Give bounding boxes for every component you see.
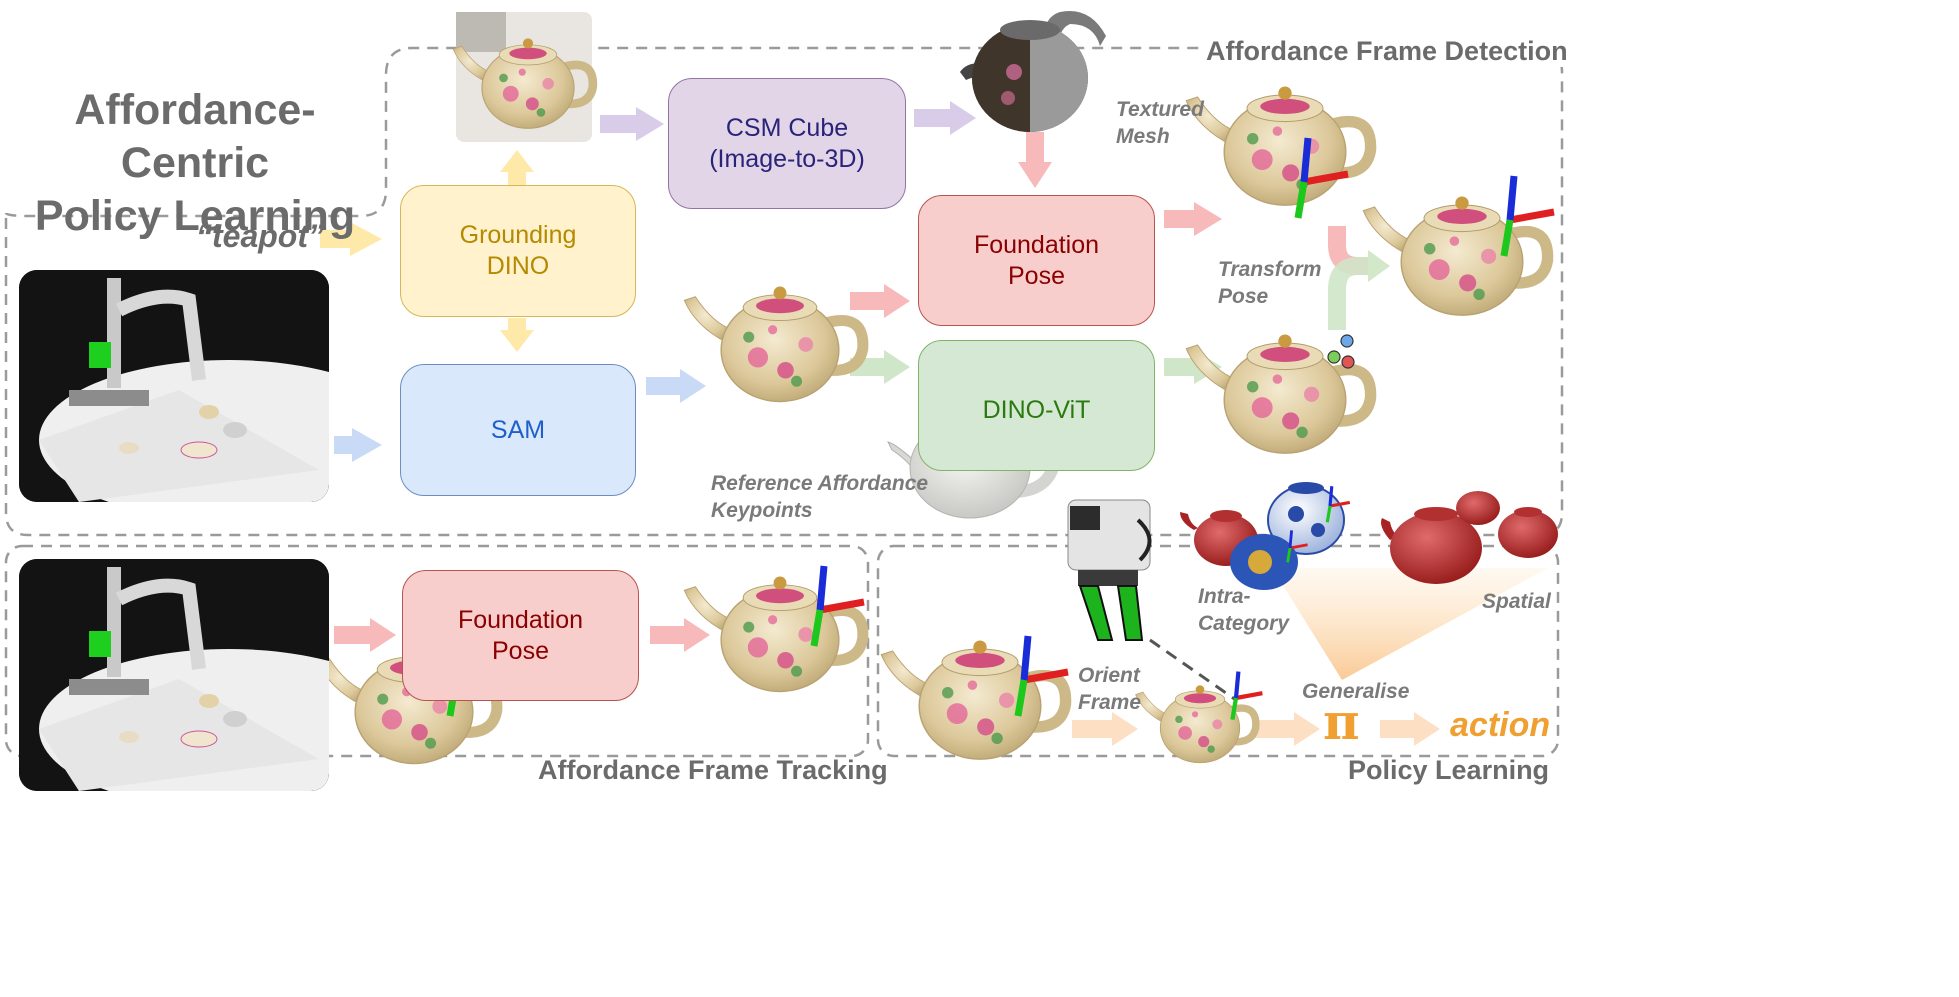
arrow-orient-frame bbox=[1072, 712, 1138, 746]
arrow-tracking-in bbox=[334, 618, 396, 652]
text-prompt: “teapot” bbox=[196, 218, 324, 254]
arrow-pose-to-result bbox=[1164, 202, 1222, 236]
foundation-pose-label-bottom: Foundation Pose bbox=[457, 605, 584, 665]
arrow-prompt-to-dino bbox=[320, 222, 382, 256]
transform-pose-label: Transform Pose bbox=[1218, 258, 1322, 308]
csm-cube-box: CSM Cube (Image-to-3D) bbox=[668, 78, 906, 209]
cropped-teapot-image bbox=[453, 12, 593, 142]
arrow-dino-to-crop bbox=[500, 150, 534, 186]
orient-dashed-line bbox=[1149, 638, 1237, 702]
gripper-image bbox=[1067, 499, 1152, 641]
blue-gold-teapot bbox=[1230, 529, 1309, 590]
dino-vit-box: DINO-ViT bbox=[918, 340, 1155, 471]
red-teapot-spatial-right bbox=[1498, 507, 1558, 558]
arrow-pot-to-pose bbox=[850, 284, 910, 318]
keypoint-teapot bbox=[1186, 334, 1370, 453]
posed-teapot-top bbox=[1186, 86, 1370, 218]
csm-cube-label: CSM Cube (Image-to-3D) bbox=[709, 113, 865, 173]
arrow-to-policy bbox=[1254, 712, 1320, 746]
tracked-teapot-right bbox=[684, 566, 864, 692]
region-label-tracking: Affordance Frame Tracking bbox=[538, 755, 888, 785]
robot-scene-photo-tracking bbox=[19, 559, 329, 791]
arrow-crop-to-csm bbox=[600, 107, 664, 141]
red-teapot-large bbox=[1381, 507, 1482, 584]
robot-scene-drawing bbox=[19, 270, 329, 502]
policy-teapot-large bbox=[881, 636, 1068, 759]
policy-pi-symbol: π bbox=[1323, 692, 1360, 751]
red-teapot-spatial-back bbox=[1456, 491, 1500, 525]
foundation-pose-box-bottom: Foundation Pose bbox=[402, 570, 639, 701]
sam-box: SAM bbox=[400, 364, 636, 496]
region-label-policy: Policy Learning bbox=[1348, 755, 1550, 785]
textured-mesh-label: Textured Mesh bbox=[1116, 98, 1204, 148]
arrow-transform-merge bbox=[1328, 226, 1390, 330]
foundation-pose-box-top: Foundation Pose bbox=[918, 195, 1155, 326]
arrow-dino-to-sam bbox=[500, 318, 534, 352]
arrow-photo-to-sam bbox=[334, 428, 382, 462]
grounding-dino-label: Grounding DINO bbox=[459, 221, 577, 280]
segmented-teapot bbox=[684, 287, 863, 402]
blue-white-teapot bbox=[1267, 482, 1352, 555]
policy-teapot-small bbox=[1136, 672, 1263, 763]
action-label: action bbox=[1450, 706, 1551, 744]
page-title: Affordance-Centric Policy Learning bbox=[34, 86, 356, 240]
robot-scene-photo bbox=[19, 270, 329, 502]
sam-label: SAM bbox=[490, 415, 546, 444]
affordance-frame-teapot bbox=[1363, 176, 1554, 315]
reference-keypoints-label: Reference Affordance Keypoints bbox=[711, 472, 929, 522]
arrow-to-action bbox=[1380, 712, 1440, 746]
intra-category-label: Intra- Category bbox=[1198, 585, 1290, 635]
orient-frame-label: Orient Frame bbox=[1078, 664, 1142, 714]
textured-mesh-image bbox=[960, 11, 1106, 132]
grounding-dino-box: Grounding DINO bbox=[400, 185, 636, 317]
robot-scene-drawing-tracking bbox=[19, 559, 329, 791]
dino-vit-label: DINO-ViT bbox=[982, 396, 1091, 424]
arrow-csm-to-mesh bbox=[914, 101, 976, 135]
region-label-detection: Affordance Frame Detection bbox=[1202, 36, 1572, 67]
spatial-label: Spatial bbox=[1482, 590, 1551, 613]
arrow-sam-to-pot bbox=[646, 369, 706, 403]
generalise-fan bbox=[1272, 568, 1548, 680]
generalise-label: Generalise bbox=[1302, 680, 1410, 703]
foundation-pose-label-top: Foundation Pose bbox=[973, 230, 1100, 290]
arrow-tracking-out bbox=[650, 618, 710, 652]
arrow-mesh-to-pose bbox=[1018, 132, 1052, 188]
